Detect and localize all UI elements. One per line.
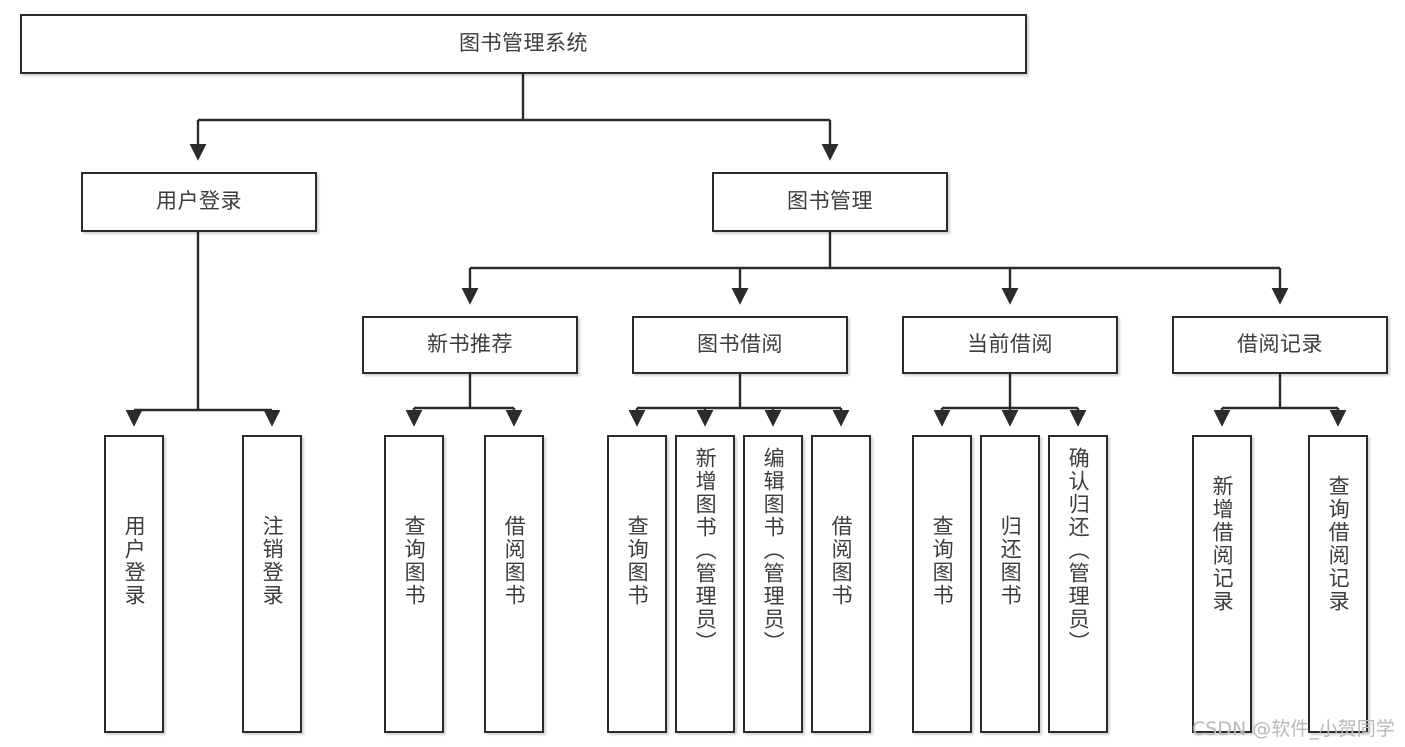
leaf-book-borrow-edit-book-admin[interactable]: 编辑图书（管理员）	[743, 435, 803, 733]
node-label: 图书管理	[787, 189, 873, 214]
node-label: 查询借阅记录	[1326, 475, 1351, 613]
node-label: 新增借阅记录	[1210, 475, 1235, 613]
leaf-user-login-login[interactable]: 用户登录	[104, 435, 164, 733]
leaf-book-borrow-add-book-admin[interactable]: 新增图书（管理员）	[675, 435, 735, 733]
leaf-new-book-borrow-book[interactable]: 借阅图书	[484, 435, 544, 733]
node-label: 用户登录	[156, 189, 242, 214]
node-label: 查询图书	[402, 515, 427, 607]
node-label: 借阅图书	[829, 515, 854, 607]
node-new-book-recommend[interactable]: 新书推荐	[362, 316, 578, 374]
csdn-watermark: CSDN @软件_小贺同学	[1192, 718, 1395, 740]
node-user-login[interactable]: 用户登录	[81, 172, 317, 232]
node-label: 归还图书	[998, 515, 1023, 607]
leaf-borrow-record-add-record[interactable]: 新增借阅记录	[1192, 435, 1252, 733]
node-label: 用户登录	[122, 515, 147, 607]
leaf-current-borrow-confirm-return-admin[interactable]: 确认归还（管理员）	[1048, 435, 1108, 733]
leaf-current-borrow-query-book[interactable]: 查询图书	[912, 435, 972, 733]
node-label: 查询图书	[930, 515, 955, 607]
node-label: 图书借阅	[697, 332, 783, 357]
node-label: 借阅记录	[1237, 332, 1323, 357]
leaf-new-book-query-book[interactable]: 查询图书	[384, 435, 444, 733]
node-label: 新增图书（管理员）	[693, 447, 718, 654]
node-label: 当前借阅	[967, 332, 1053, 357]
node-label: 借阅图书	[502, 515, 527, 607]
node-current-borrow[interactable]: 当前借阅	[902, 316, 1118, 374]
node-book-management[interactable]: 图书管理	[712, 172, 948, 232]
node-label: 查询图书	[625, 515, 650, 607]
leaf-user-login-logout[interactable]: 注销登录	[242, 435, 302, 733]
node-label: 确认归还（管理员）	[1066, 447, 1091, 654]
node-label: 编辑图书（管理员）	[761, 447, 786, 654]
node-label: 注销登录	[260, 515, 285, 607]
node-borrow-record[interactable]: 借阅记录	[1172, 316, 1388, 374]
node-label: 图书管理系统	[459, 31, 588, 56]
leaf-current-borrow-return-book[interactable]: 归还图书	[980, 435, 1040, 733]
node-label: 新书推荐	[427, 332, 513, 357]
node-book-borrow[interactable]: 图书借阅	[632, 316, 848, 374]
node-root-book-management-system[interactable]: 图书管理系统	[20, 14, 1027, 74]
leaf-borrow-record-query-record[interactable]: 查询借阅记录	[1308, 435, 1368, 733]
leaf-book-borrow-borrow-book[interactable]: 借阅图书	[811, 435, 871, 733]
leaf-book-borrow-query-book[interactable]: 查询图书	[607, 435, 667, 733]
